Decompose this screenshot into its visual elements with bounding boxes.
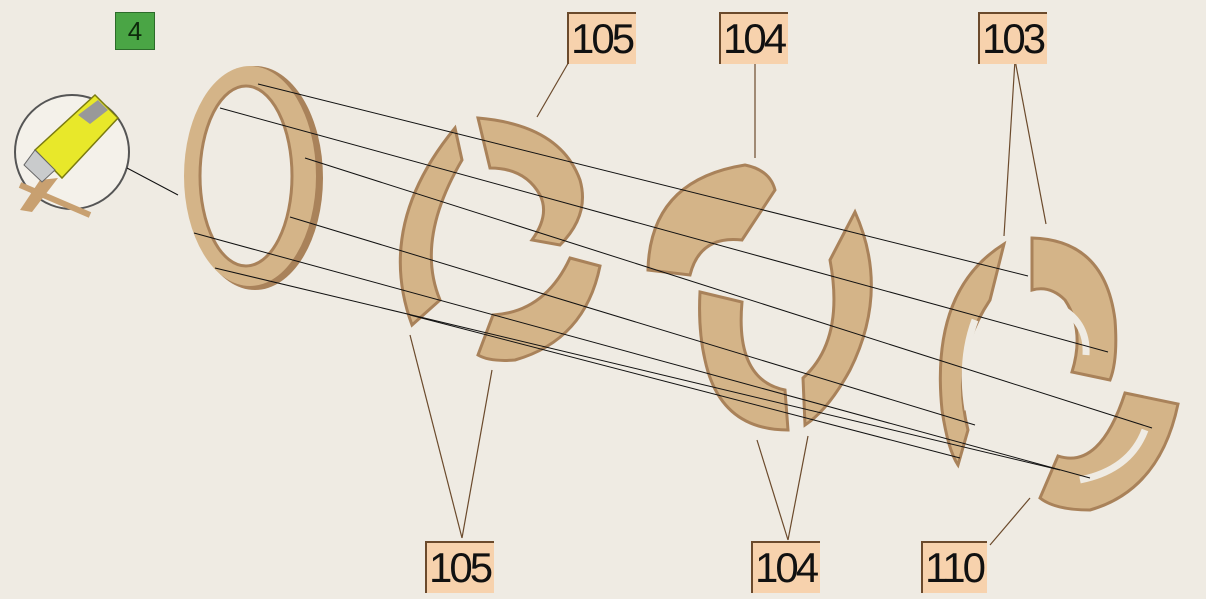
ring-part [184, 66, 323, 290]
step-number-badge: 4 [115, 12, 155, 50]
detail-leader-line [126, 167, 179, 196]
part-103-right-segment [1030, 236, 1118, 382]
part-label-104-top: 104 [719, 12, 789, 64]
craft-knife-icon [14, 93, 130, 218]
leader-lines [409, 59, 1047, 546]
part-105-top-segment [476, 116, 584, 247]
part-104-left-segment [698, 290, 790, 432]
part-104-top-segment [646, 163, 777, 277]
alignment-lines [193, 83, 1153, 479]
part-label-103-top: 103 [978, 12, 1048, 64]
part-105-left-segment [398, 124, 464, 328]
part-110-segment [1038, 391, 1180, 512]
part-label-110-bottom: 110 [921, 541, 987, 593]
part-label-105-top: 105 [567, 12, 637, 64]
part-label-105-bottom: 105 [425, 541, 495, 593]
part-103-left-segment [938, 240, 1007, 469]
part-105-bottom-segment [476, 256, 602, 362]
part-104-right-segment [801, 208, 873, 428]
part-label-104-bottom: 104 [751, 541, 821, 593]
